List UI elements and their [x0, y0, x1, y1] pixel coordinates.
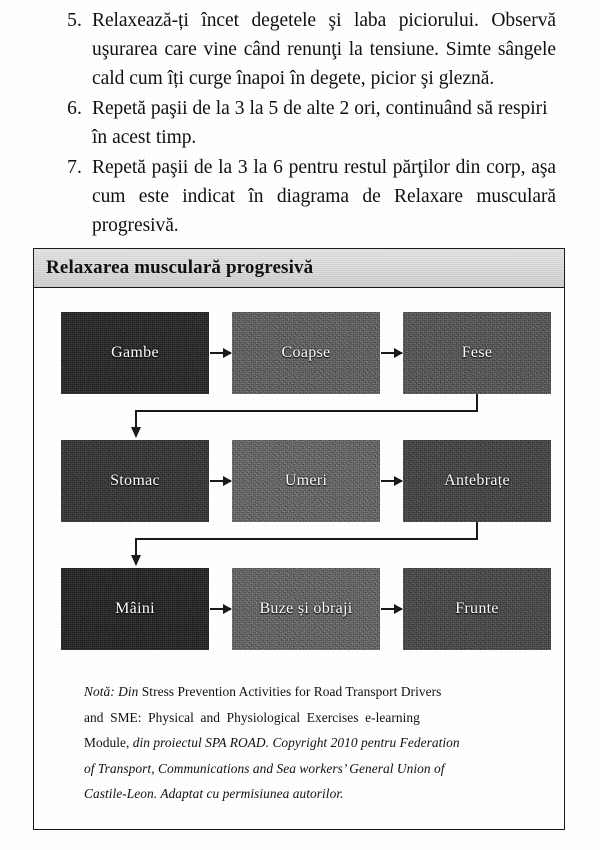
flow-node-coapse: Coapse [232, 312, 380, 394]
arrow-maini-to-buze [210, 608, 231, 610]
flow-node-gambe: Gambe [61, 312, 209, 394]
flow-node-stomac: Stomac [61, 440, 209, 522]
arrow-buze-to-frunte [381, 608, 402, 610]
list-item: 5. Relaxează-ți încet degetele şi laba p… [56, 6, 556, 93]
flow-node-label: Umeri [284, 472, 328, 489]
note-segment: Module, [84, 735, 133, 750]
note-line: of Transport, Communications and Sea wor… [84, 756, 530, 782]
list-item-number: 5. [67, 10, 82, 31]
flow-node-frunte: Frunte [403, 568, 551, 650]
figure-frame: Relaxarea musculară progresivă Gambe Coa… [33, 248, 565, 830]
note-line: and SME: Physical and Physiological Exer… [84, 705, 530, 731]
note-line: Castile-Leon. Adaptat cu permisiunea aut… [84, 781, 530, 807]
flowchart: Gambe Coapse Fese Stomac Umeri Antebrațe… [34, 288, 564, 692]
note-segment: Notă: Din [84, 684, 142, 699]
connector-antebrate-to-maini [130, 522, 478, 568]
list-item-text: Relaxează-ți încet degetele şi laba pici… [92, 10, 556, 89]
flow-node-maini: Mâini [61, 568, 209, 650]
list-item-number: 7. [67, 157, 82, 178]
list-item-number: 6. [67, 98, 82, 119]
flow-node-antebrate: Antebrațe [403, 440, 551, 522]
flow-node-label: Gambe [111, 344, 159, 361]
figure-source-note: Notă: Din Stress Prevention Activities f… [84, 679, 530, 807]
flow-node-label: Coapse [281, 344, 331, 361]
note-line: Module, din proiectul SPA ROAD. Copyrigh… [84, 730, 530, 756]
note-segment: Castile-Leon. Adaptat cu permisiunea aut… [84, 786, 344, 801]
flow-node-umeri: Umeri [232, 440, 380, 522]
instruction-list: 5. Relaxează-ți încet degetele şi laba p… [56, 6, 556, 241]
note-segment: and SME: Physical and Physiological Exer… [84, 709, 420, 725]
figure-title: Relaxarea musculară progresivă [46, 257, 314, 278]
flow-node-label: Mâini [115, 600, 155, 617]
flow-node-fese: Fese [403, 312, 551, 394]
note-segment: Stress Prevention Activities for Road Tr… [141, 684, 442, 699]
note-line: Notă: Din Stress Prevention Activities f… [84, 679, 530, 705]
flow-node-label: Stomac [110, 472, 160, 489]
note-segment: din proiectul SPA ROAD. Copyright 2010 p… [132, 735, 460, 750]
list-item-text: Repetă paşii de la 3 la 6 pentru restul … [92, 157, 556, 236]
flow-node-label: Buze și obraji [259, 600, 353, 617]
connector-fese-to-stomac [130, 394, 478, 440]
note-segment: of Transport, Communications and Sea wor… [84, 760, 445, 776]
figure-title-band: Relaxarea musculară progresivă [34, 249, 564, 288]
list-item: 7. Repetă paşii de la 3 la 6 pentru rest… [56, 153, 556, 240]
arrow-umeri-to-antebrate [381, 480, 402, 482]
list-item: 6. Repetă paşii de la 3 la 5 de alte 2 o… [56, 94, 556, 152]
list-item-text: Repetă paşii de la 3 la 5 de alte 2 ori,… [92, 98, 548, 148]
flow-node-label: Fese [461, 344, 493, 361]
arrow-coapse-to-fese [381, 352, 402, 354]
flow-node-label: Frunte [455, 600, 499, 617]
arrow-stomac-to-umeri [210, 480, 231, 482]
flow-node-label: Antebrațe [444, 472, 510, 489]
flow-node-buze-si-obraji: Buze și obraji [232, 568, 380, 650]
arrow-gambe-to-coapse [210, 352, 231, 354]
